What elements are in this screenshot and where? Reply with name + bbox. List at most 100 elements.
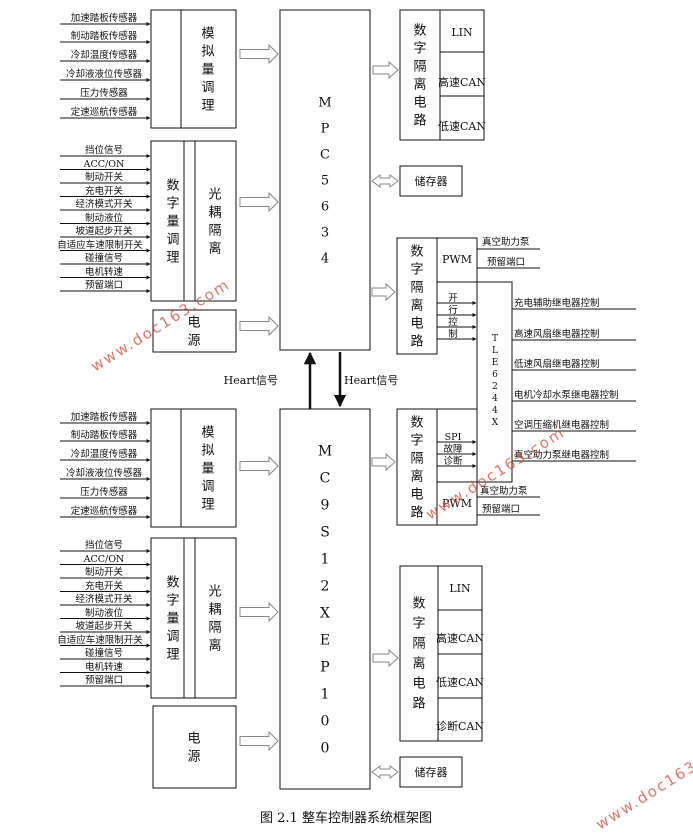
top-digital-signal-label: 碰撞信号: [85, 252, 123, 264]
bottom-mcu-box: [279, 408, 371, 790]
top-storage-label: 储存器: [415, 174, 448, 188]
bottom-digital-signal-label: 电机转速: [85, 661, 124, 673]
bottom-analog-block: [180, 408, 237, 528]
switch-line-label: 开: [448, 293, 458, 304]
relay-output-label: 电机冷却水泵继电器控制: [514, 389, 619, 401]
bottom-digital-block-label: 数字量调理: [166, 576, 179, 663]
pwm-top-output-label: 真空助力泵: [482, 236, 530, 248]
top-analog-sensor-label: 加速踏板传感器: [71, 12, 138, 24]
top-iso-block-label: 数字隔离电路: [413, 24, 426, 129]
top-digital-signal-label: 坡道起步开关: [75, 225, 133, 237]
pwm-bottom-output-label: 真空助力泵: [480, 485, 528, 497]
block-arrow: [372, 60, 399, 80]
bottom-analog-block-label: 模拟量调理: [201, 426, 214, 513]
pwm-top-output-label: 预留端口: [487, 256, 525, 268]
bottom-digital-signal-label: ACC/ON: [83, 554, 125, 565]
heart-label-left: Heart信号: [224, 374, 278, 387]
top-analog-sensor-label: 制动踏板传感器: [71, 30, 138, 42]
top-opto-block-label: 光耦隔离: [208, 188, 221, 257]
bottom-opto-block: [194, 537, 237, 699]
top-opto-block: [194, 140, 237, 302]
top-mcu-box: [279, 9, 371, 351]
top-digital-signal-label: 制动液位: [85, 212, 124, 224]
spi-line-label: 诊断: [443, 455, 463, 467]
top-storage-block: [399, 165, 463, 197]
watermark: www.doc163.com: [593, 733, 693, 833]
block-arrow: [371, 452, 396, 472]
top-analog-sensor-label: 压力传感器: [80, 87, 128, 99]
spi-line-label: 故障: [443, 443, 463, 455]
bottom-iso-block: [399, 565, 439, 742]
block-arrow: [239, 315, 279, 337]
top-power-block-label: 电源: [187, 316, 200, 349]
bottom-power-block-label: 电源: [187, 732, 200, 765]
bottom-digital-signal-label: 预留端口: [85, 674, 123, 686]
bottom-analog-sensor-label: 制动踏板传感器: [71, 429, 138, 441]
bottom-digital-signal-label: 制动液位: [85, 607, 124, 619]
pwm-bottom-label: PWM: [442, 497, 472, 510]
bottom-iso-block-label: 数字隔离电路: [412, 597, 425, 712]
top-digital-signal-label: 自适应车速限制开关: [57, 239, 143, 251]
bottom-opto-block-label: 光耦隔离: [208, 585, 221, 654]
block-arrow-bidirectional: [371, 174, 399, 188]
block-arrow: [372, 648, 399, 668]
bottom-storage-block: [399, 756, 463, 788]
relay-output-label: 低速风扇继电器控制: [514, 358, 600, 370]
bottom-storage-label: 储存器: [415, 765, 448, 779]
top-digital-signal-label: 挡位信号: [85, 144, 123, 156]
relay-output-label: 空调压缩机继电器控制: [514, 419, 609, 431]
figure-caption: 图 2.1 整车控制器系统框架图: [260, 810, 432, 826]
bottom-analog-sensor-label: 压力传感器: [80, 486, 128, 498]
relay-output-label: 高速风扇继电器控制: [514, 328, 600, 340]
bottom-analog-sensor-label: 冷却温度传感器: [71, 448, 138, 460]
bottom-digital-signal-label: 经济模式开关: [75, 593, 133, 605]
spi-line-label: SPI: [445, 432, 462, 443]
top-bus-lin: LIN: [451, 26, 473, 39]
switch-line-label: 制: [448, 328, 458, 340]
top-analog-sensor-label: 冷却液液位传感器: [66, 68, 143, 80]
bottom-digital-signal-label: 碰撞信号: [85, 647, 123, 659]
block-arrow: [239, 191, 279, 213]
bottom-analog-sensor-label: 定速巡航传感器: [71, 505, 138, 517]
bottom-bus-ls-can: 低速CAN: [436, 676, 484, 689]
top-digital-block-label: 数字量调理: [166, 179, 179, 266]
bottom-bus-diag-can: 诊断CAN: [436, 719, 484, 733]
heart-label-right: Heart信号: [344, 374, 398, 387]
top-digital-signal-label: 制动开关: [85, 171, 124, 183]
switch-line-label: 控: [448, 316, 458, 328]
top-digital-signal-label: 预留端口: [85, 279, 123, 291]
bottom-analog-sensor-box: [150, 408, 182, 528]
top-analog-sensor-label: 定速巡航传感器: [71, 106, 138, 118]
mid-iso-top-block: [396, 237, 438, 355]
bottom-digital-signal-label: 制动开关: [85, 566, 124, 578]
top-bus-ls-can: 低速CAN: [438, 120, 486, 133]
top-digital-signal-label: 电机转速: [85, 266, 124, 278]
bottom-power-block: [152, 705, 237, 789]
mid-iso-bottom-label: 数字隔离电路: [410, 416, 423, 521]
bottom-digital-signal-label: 自适应车速限制开关: [57, 634, 143, 646]
top-analog-block: [180, 9, 237, 129]
bottom-bus-hs-can: 高速CAN: [436, 631, 484, 645]
block-arrow: [239, 601, 279, 623]
top-bus-hs-can: 高速CAN: [438, 75, 486, 89]
pwm-bottom-output-label: 预留端口: [482, 503, 520, 515]
top-bus-block: [439, 9, 485, 141]
bottom-digital-signal-label: 挡位信号: [85, 539, 123, 551]
switch-line-label: 行: [448, 304, 458, 316]
top-digital-signal-label: 经济模式开关: [75, 198, 133, 210]
driver-chip-box: [476, 281, 513, 483]
bottom-digital-signal-label: 坡道起步开关: [75, 620, 133, 632]
relay-output-label: 充电辅助继电器控制: [514, 297, 600, 309]
bottom-digital-signal-label: 充电开关: [85, 580, 124, 592]
block-arrow: [239, 455, 279, 477]
bottom-analog-sensor-label: 冷却液液位传感器: [66, 467, 143, 479]
top-analog-block-label: 模拟量调理: [201, 27, 214, 114]
bottom-bus-lin: LIN: [449, 582, 471, 595]
mid-iso-top-label: 数字隔离电路: [410, 245, 423, 350]
top-digital-signal-label: 充电开关: [85, 185, 124, 197]
block-arrow: [239, 730, 279, 752]
